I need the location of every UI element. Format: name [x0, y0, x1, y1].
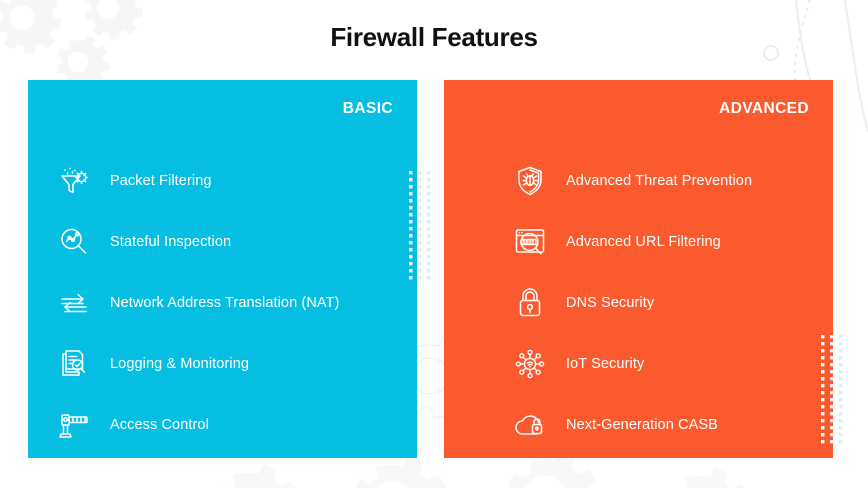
- feature-item-dns-security[interactable]: DNS Security: [444, 272, 833, 333]
- feature-label: Network Address Translation (NAT): [110, 294, 340, 311]
- feature-label: Packet Filtering: [110, 172, 212, 189]
- feature-item-logging-monitoring[interactable]: Logging & Monitoring: [28, 333, 417, 394]
- feature-label: Logging & Monitoring: [110, 355, 250, 372]
- feature-label: Next-Generation CASB: [566, 416, 718, 433]
- page-title: Firewall Features: [330, 22, 538, 52]
- feature-item-stateful-inspection[interactable]: Stateful Inspection: [28, 211, 417, 272]
- feature-label: Access Control: [110, 416, 209, 433]
- feature-item-next-generation-casb[interactable]: Next-Generation CASB: [444, 394, 833, 455]
- feature-item-nat[interactable]: Network Address Translation (NAT): [28, 272, 417, 333]
- feature-item-advanced-url-filtering[interactable]: Advanced URL Filtering: [444, 211, 833, 272]
- feature-item-access-control[interactable]: Access Control: [28, 394, 417, 455]
- panel-advanced-heading: ADVANCED: [719, 100, 809, 117]
- iot-hub-icon: [512, 346, 548, 382]
- feature-label: Stateful Inspection: [110, 233, 232, 250]
- cloud-lock-icon: [512, 407, 548, 443]
- basic-feature-list: Packet Filtering Stateful Inspection: [28, 150, 417, 455]
- magnifier-graph-icon: [56, 224, 92, 260]
- padlock-icon: [512, 285, 548, 321]
- feature-item-advanced-threat-prevention[interactable]: Advanced Threat Prevention: [444, 150, 833, 211]
- feature-label: Advanced Threat Prevention: [566, 172, 753, 189]
- feature-label: Advanced URL Filtering: [566, 233, 721, 250]
- funnel-gear-icon: [56, 163, 92, 199]
- panel-basic: BASIC Packet Filtering: [28, 80, 417, 458]
- bidirectional-arrows-icon: [56, 285, 92, 321]
- document-magnifier-icon: [56, 346, 92, 382]
- feature-item-iot-security[interactable]: IoT Security: [444, 333, 833, 394]
- feature-label: DNS Security: [566, 294, 655, 311]
- panel-basic-heading: BASIC: [342, 100, 393, 117]
- barrier-gate-icon: [56, 407, 92, 443]
- feature-label: IoT Security: [566, 355, 645, 372]
- advanced-feature-list: Advanced Threat Prevention Advanced URL …: [444, 150, 833, 455]
- panel-advanced: ADVANCED Advanced Threat Prevention: [444, 80, 833, 458]
- feature-item-packet-filtering[interactable]: Packet Filtering: [28, 150, 417, 211]
- shield-bug-icon: [512, 163, 548, 199]
- browser-magnifier-icon: [512, 224, 548, 260]
